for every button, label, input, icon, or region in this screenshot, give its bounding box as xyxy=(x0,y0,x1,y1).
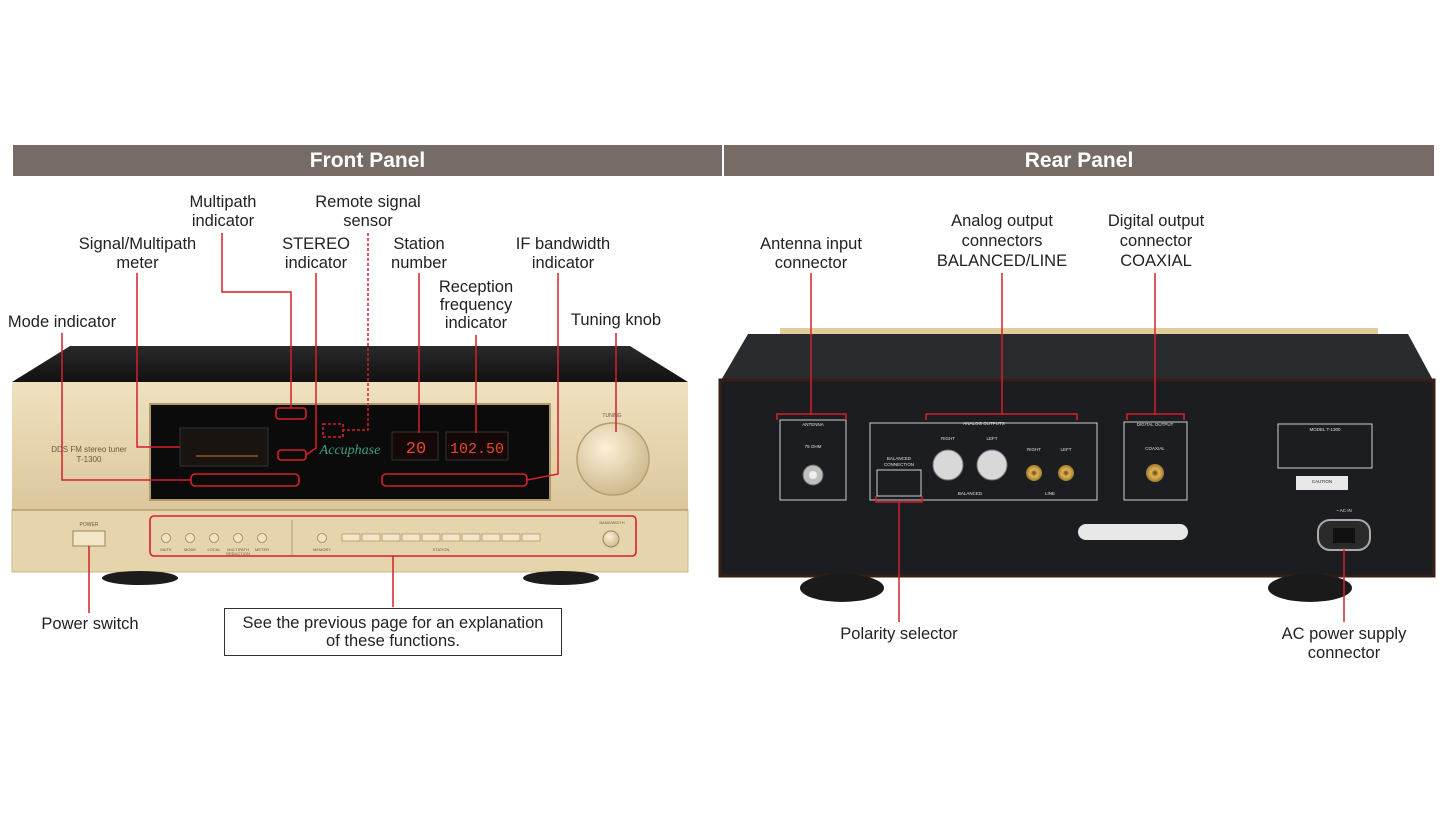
svg-text:DIGITAL OUTPUT: DIGITAL OUTPUT xyxy=(1137,422,1174,427)
svg-text:ANTENNA: ANTENNA xyxy=(802,422,824,427)
tuning-caption: TUNING xyxy=(602,413,621,419)
label-tuning-knob: Tuning knob xyxy=(570,311,662,329)
front-unit: 20 102.50 Accuphase DDS FM stereo tuner … xyxy=(11,346,689,585)
brand-logo: Accuphase xyxy=(319,443,381,458)
function-captions: MUTE MODE LOCAL MULTIPATH REDUCTION METE… xyxy=(160,520,624,556)
svg-text:BAND/WIDTH: BAND/WIDTH xyxy=(599,520,624,525)
svg-text:CAUTION: CAUTION xyxy=(1312,479,1332,484)
frequency-display: 102.50 xyxy=(450,441,504,458)
svg-text:LINE: LINE xyxy=(1045,491,1055,496)
power-button[interactable] xyxy=(72,530,106,547)
tuning-knob[interactable] xyxy=(576,422,650,496)
svg-text:MEMORY: MEMORY xyxy=(313,547,331,552)
svg-text:BALANCED: BALANCED xyxy=(887,456,912,461)
svg-text:MODE: MODE xyxy=(184,547,196,552)
svg-text:CONNECTION: CONNECTION xyxy=(884,462,914,467)
svg-text:MULTIPATH: MULTIPATH xyxy=(227,547,249,552)
svg-text:METER: METER xyxy=(255,547,269,552)
front-model-number: T-1300 xyxy=(77,455,102,464)
band-width-knob[interactable] xyxy=(602,530,620,548)
svg-text:STATION: STATION xyxy=(433,547,450,552)
svg-text:LEFT: LEFT xyxy=(1060,447,1071,452)
rear-callouts xyxy=(776,413,1185,503)
rear-unit: ANTENNA 75 OHM ANALOG OUTPUTS RIGHT LEFT… xyxy=(718,328,1436,602)
svg-text:ANALOG OUTPUTS: ANALOG OUTPUTS xyxy=(963,421,1005,426)
svg-text:RIGHT: RIGHT xyxy=(1027,447,1041,452)
svg-text:BALANCED: BALANCED xyxy=(958,491,983,496)
rear-panel-header: Rear Panel xyxy=(724,145,1434,176)
label-power-switch: Power switch xyxy=(41,615,139,633)
svg-text:LEFT: LEFT xyxy=(986,436,997,441)
svg-text:COAXIAL: COAXIAL xyxy=(1145,446,1165,451)
explanation-note: See the previous page for an explanation… xyxy=(224,608,562,656)
svg-text:~ AC IN: ~ AC IN xyxy=(1336,508,1352,513)
svg-text:LOCAL: LOCAL xyxy=(207,547,221,552)
svg-text:MUTE: MUTE xyxy=(160,547,172,552)
front-model-caption: DDS FM stereo tuner xyxy=(51,445,127,454)
rear-captions: ANTENNA 75 OHM ANALOG OUTPUTS RIGHT LEFT… xyxy=(802,421,1352,513)
power-caption: POWER xyxy=(80,522,99,528)
function-buttons xyxy=(161,533,327,543)
svg-text:RIGHT: RIGHT xyxy=(941,436,955,441)
svg-text:REDUCTION: REDUCTION xyxy=(226,551,250,556)
svg-text:MODEL T-1300: MODEL T-1300 xyxy=(1309,427,1341,432)
label-polarity-selector: Polarity selector xyxy=(840,625,958,643)
station-buttons xyxy=(341,533,541,542)
label-mode-indicator: Mode indicator xyxy=(7,313,117,331)
station-display: 20 xyxy=(406,440,426,459)
front-panel-header: Front Panel xyxy=(13,145,722,176)
svg-text:75 OHM: 75 OHM xyxy=(805,444,822,449)
